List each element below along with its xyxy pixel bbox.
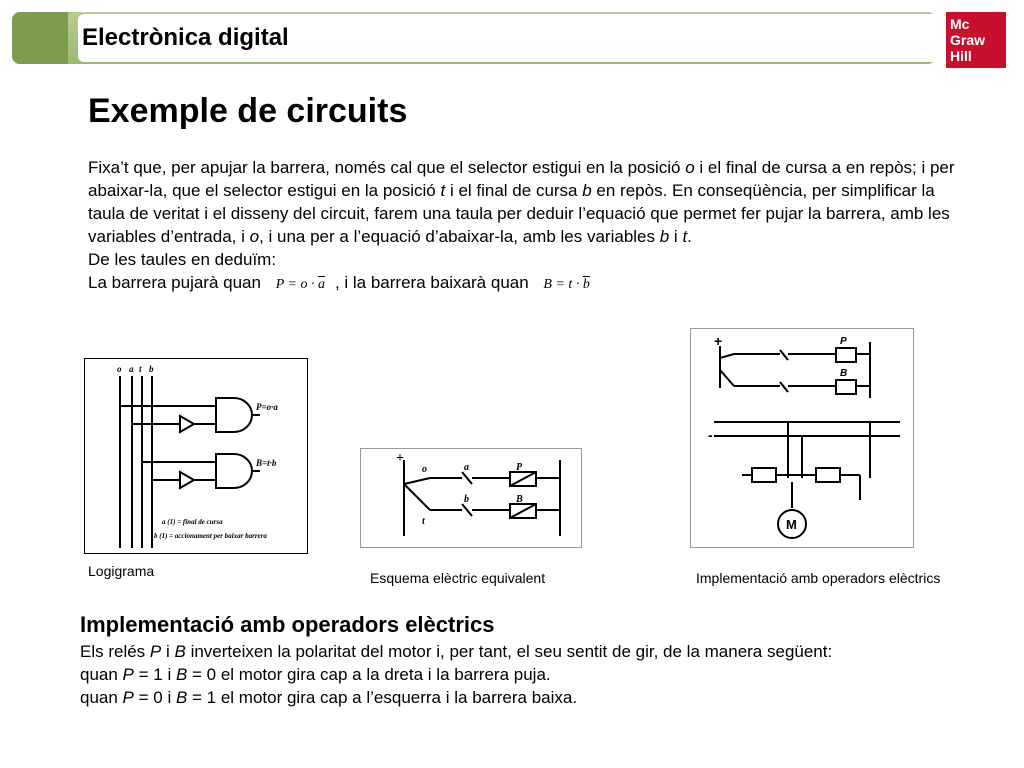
input-label-a: a <box>129 364 134 374</box>
input-label-o: o <box>117 364 122 374</box>
intro-formulas: La barrera pujarà quan P = o · a, i la b… <box>88 271 968 296</box>
plus-label: + <box>396 451 404 466</box>
label-b: b <box>464 494 469 505</box>
gate1-output: P=o·a <box>256 402 278 412</box>
section-text: Els relés P i B inverteixen la polaritat… <box>80 640 960 709</box>
label-P: P <box>516 462 523 473</box>
plus-label: + <box>714 333 722 349</box>
section-line-2: quan P = 1 i B = 0 el motor gira cap a l… <box>80 665 551 684</box>
label-o: o <box>422 464 427 475</box>
caption-esquema: Esquema elèctric equivalent <box>370 570 546 586</box>
formula-b: B = t · b <box>543 277 590 292</box>
input-label-t: t <box>139 364 142 374</box>
logo-line-1: Mc <box>950 16 970 32</box>
section-title: Implementació amb operadors elèctrics <box>80 612 495 637</box>
gate2-output: B=t·b <box>255 458 277 468</box>
caption-implementacio: Implementació amb operadors elèctrics <box>696 570 941 586</box>
esquema-figure: + o a P t b B <box>360 448 582 548</box>
relay-implementation-diagram: + - P B M <box>690 328 914 548</box>
minus-label: - <box>708 427 713 443</box>
input-label-b: b <box>149 364 154 374</box>
label-t: t <box>422 516 426 527</box>
caption-logigrama: Logigrama <box>88 563 155 579</box>
motor-label: M <box>786 517 797 532</box>
legend-2: b (1) = accionament per baixar barrera <box>154 532 267 540</box>
section-line-1: Els relés P i B inverteixen la polaritat… <box>80 642 833 661</box>
electric-schematic: + o a P t b B <box>360 448 582 548</box>
header-title-box: Electrònica digital <box>78 14 936 62</box>
intro-paragraph: Fixa’t que, per apujar la barrera, només… <box>88 158 955 246</box>
mcgraw-hill-logo: Mc Graw Hill <box>946 12 1006 68</box>
logic-gate-diagram: o a t b P=o·a B=t·b a (1) = final de cur… <box>84 358 308 554</box>
header-accent <box>12 12 68 64</box>
formula-p: P = o · a <box>275 277 325 292</box>
intro-deduce: De les taules en deduïm: <box>88 250 277 269</box>
logigrama-figure: o a t b P=o·a B=t·b a (1) = final de cur… <box>84 358 308 554</box>
label-P: P <box>840 336 847 347</box>
section-line-3: quan P = 0 i B = 1 el motor gira cap a l… <box>80 688 578 707</box>
label-B: B <box>840 368 847 379</box>
implementacio-figure: + - P B M <box>690 328 914 548</box>
header-title: Electrònica digital <box>82 24 289 51</box>
legend-1: a (1) = final de cursa <box>162 518 223 526</box>
logo-line-3: Hill <box>950 48 972 64</box>
label-B: B <box>515 494 523 505</box>
page-title: Exemple de circuits <box>88 92 408 130</box>
label-a: a <box>464 462 469 473</box>
logo-line-2: Graw <box>950 32 986 48</box>
intro-text: Fixa’t que, per apujar la barrera, només… <box>88 156 968 296</box>
